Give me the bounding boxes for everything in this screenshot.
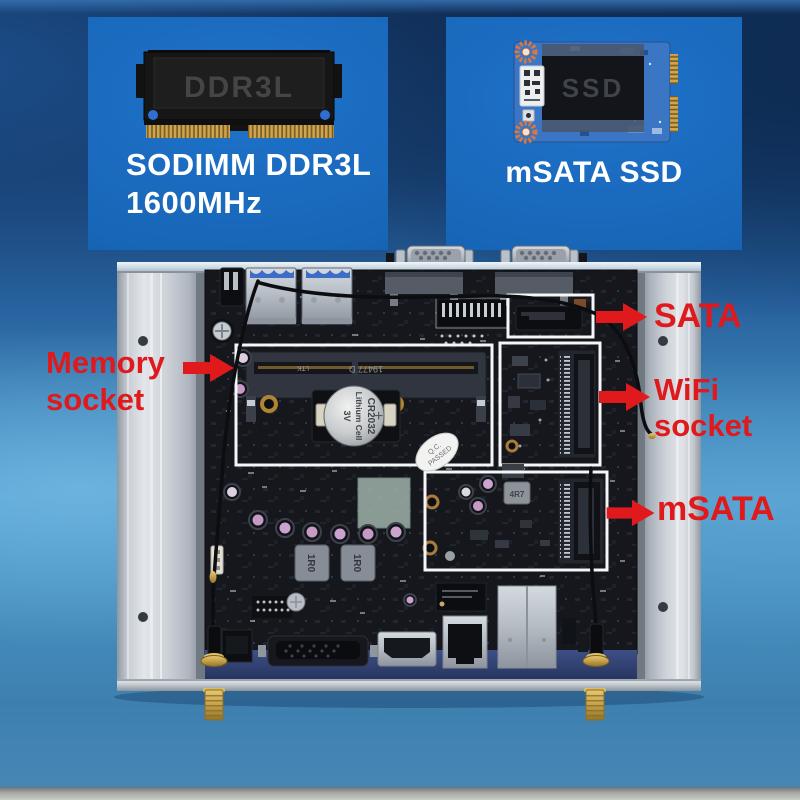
antenna-jack-left [200,625,228,667]
ethernet-port [442,615,488,669]
memory-socket-label: Memory socket [46,344,165,418]
wifi-socket-label-line2: socket [654,408,753,443]
wifi-socket-label-line1: WiFi [654,372,720,407]
wifi-outline-box [498,341,602,467]
ssd-gold-fingers-top [670,54,678,84]
ram-caption: SODIMM DDR3L 1600MHz [126,146,371,222]
ssd-chip-label: SSD [562,73,624,103]
sata-arrow-icon [596,303,647,331]
ram-pcb-edge [144,120,334,125]
usb-shield [497,585,557,669]
antenna-screw-right [584,688,606,721]
wifi-arrow-icon [599,383,650,411]
screw [210,319,234,343]
ram-key-notch [230,125,248,131]
sata-port [515,299,586,331]
hdmi-port [377,631,437,667]
lan-chip [435,582,487,612]
capacitor-top [238,353,248,363]
ssd-qr-code [524,70,540,101]
serial-port-left [386,245,474,267]
battery-voltage: 3V [342,410,352,421]
aux-port [221,629,253,663]
ram-tab-left [136,64,144,98]
sodimm-socket: 19477 D LTK [245,351,487,422]
ram-chip-label: DDR3L [184,71,294,104]
front-panel-header [252,596,292,618]
antenna-cables [211,279,653,630]
aux-component [578,636,588,652]
ram-tab-right [334,64,342,98]
memory-arrow-icon [183,354,234,382]
standoff-hole [260,395,278,413]
ram-hole-left [148,110,158,120]
qc-sticker: Q.C. PASSED [415,432,459,472]
case-shadow [114,686,704,708]
pin-header [435,297,509,329]
memory-socket-label-line1: Memory [46,345,165,380]
sata-label: SATA [654,297,742,335]
ssd-gold-fingers-bottom [670,96,678,132]
msata-outline-box [423,470,609,572]
power-connector [219,267,245,307]
ssd-shield-top [542,44,644,57]
inductor-1r0-left: 1R0 [294,544,330,582]
ssd-mount-hole-bottom [514,120,538,144]
rail-hole [138,336,148,346]
vga-port [258,635,378,667]
ssd-module-image: SSD [513,40,678,144]
serial-port-right [500,245,587,267]
rail-hole [658,602,668,612]
battery-model: CR2032 [365,398,376,435]
ssd-shield-bottom [542,120,644,132]
inductor-1r0-right: 1R0 [340,544,376,582]
wifi-socket-label: WiFi socket [654,372,752,444]
inductor-4r7-label: 4R7 [510,490,525,499]
bottom-gray-strip [0,787,800,800]
battery-plus-mark: + [374,408,383,425]
cpu-thermal-pad [357,477,411,529]
sodimm-print-2: LTK [297,364,310,371]
sodimm-print: 19477 D [348,364,383,374]
ram-caption-line2: 1600MHz [126,185,263,220]
ssd-small-component-dot [526,113,531,118]
ssd-mount-hole-bottom-inner [521,127,531,137]
ssd-caption: mSATA SSD [505,156,683,189]
ipex-connector [209,571,217,583]
inductor-1r0-right-label: 1R0 [351,554,362,573]
ram-panel: DDR3L SODIMM DDR3L 1600MHz [88,17,388,250]
ssd-mount-hole-top [514,40,538,64]
msata-socket [557,477,605,565]
ram-caption-line1: SODIMM DDR3L [126,147,372,182]
ram-module-image: DDR3L [136,50,342,138]
capacitor-vent [290,596,302,608]
memory-socket-label-line2: socket [46,382,145,417]
antenna-screw-left [203,688,225,721]
inductor-1r0-left-label: 1R0 [305,554,316,573]
sata-outline-box [506,293,595,339]
battery-type: Lithium Cell [354,392,364,441]
ssd-mount-hole-top-inner [521,47,531,57]
ipex-connector [648,433,656,439]
ssd-label [542,56,644,120]
msata-arrow-icon [606,499,655,527]
capacitor-row [223,483,417,607]
mini-pcie-socket [557,349,597,459]
ssd-panel: SSD mSATA SSD [446,17,742,250]
case-frame [117,262,701,691]
ram-sticker [153,57,325,109]
msata-label: mSATA [657,490,775,528]
memory-outline-box [234,343,494,467]
rail-hole [138,612,148,622]
msata-area-components: 4R7 [422,464,550,561]
rail-hole [658,336,668,346]
ram-hole-right [320,110,330,120]
wifi-area-chips [505,356,550,453]
ram-gold-pins-left [146,125,230,138]
aux-component [562,618,576,644]
ram-gold-pins-right [248,125,334,138]
antenna-jack-right [582,623,610,667]
cmos-battery: CR2032 Lithium Cell 3V + [311,385,401,447]
